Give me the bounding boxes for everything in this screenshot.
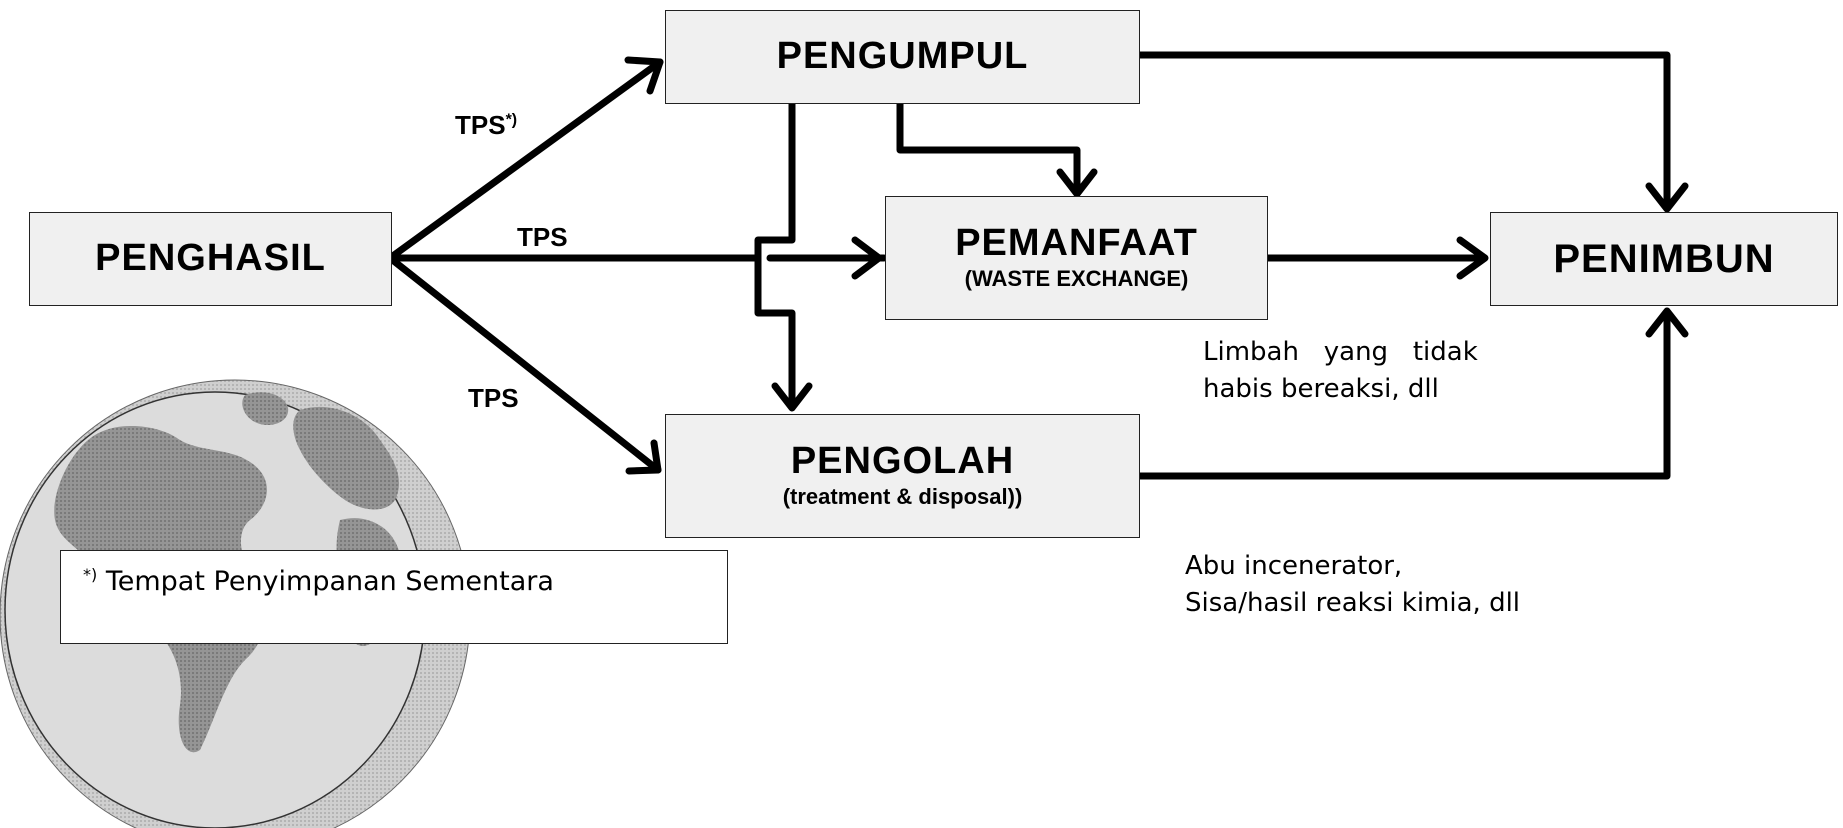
node-pengolah-title: PENGOLAH (790, 440, 1015, 483)
note-pemanfaat-line-2: habis bereaksi, dll (1203, 374, 1439, 404)
node-penimbun-title: PENIMBUN (1553, 237, 1775, 281)
note-pemanfaat: Limbah yang tidak habis bereaksi, dll (1203, 334, 1478, 408)
arrow-penghasil-to-pengolah (386, 254, 662, 475)
note-pengolah-line-2: Sisa/hasil reaksi kimia, dll (1185, 588, 1521, 618)
arrow-pengumpul-to-penimbun (1136, 51, 1689, 213)
node-pengumpul: PENGUMPUL (665, 10, 1140, 104)
node-penimbun: PENIMBUN (1490, 212, 1838, 306)
legend-box: *) Tempat Penyimpanan Sementara (60, 550, 728, 644)
note-pengolah: Abu incenerator, Sisa/hasil reaksi kimia… (1185, 548, 1520, 622)
node-pengolah-subtitle: (treatment & disposal)) (782, 483, 1023, 509)
note-pengolah-line-1: Abu incenerator, (1185, 551, 1403, 581)
node-pemanfaat: PEMANFAAT (WASTE EXCHANGE) (885, 196, 1268, 320)
node-pengumpul-title: PENGUMPUL (776, 35, 1029, 78)
node-pemanfaat-title: PEMANFAAT (955, 222, 1198, 265)
legend-text-line: *) Tempat Penyimpanan Sementara (83, 565, 554, 597)
edge-label-tps-upper: TPS*) (455, 110, 517, 141)
arrow-pengumpul-to-pemanfaat (896, 100, 1098, 198)
edge-label-tps-upper-mark: *) (505, 111, 518, 129)
edge-label-tps-upper-text: TPS (455, 110, 506, 140)
edge-label-tps-middle: TPS (517, 222, 568, 252)
legend-text: Tempat Penyimpanan Sementara (105, 566, 554, 597)
node-pengolah: PENGOLAH (treatment & disposal)) (665, 414, 1140, 538)
arrow-pengolah-to-penimbun (1136, 307, 1689, 480)
edge-label-tps-lower: TPS (468, 383, 519, 413)
note-pemanfaat-line-1: Limbah yang tidak (1203, 337, 1478, 367)
node-penghasil: PENGHASIL (29, 212, 392, 306)
legend-mark: *) (83, 565, 98, 584)
arrow-pemanfaat-to-penimbun (1264, 236, 1489, 280)
arrow-penghasil-to-pemanfaat (386, 236, 888, 280)
node-pemanfaat-subtitle: (WASTE EXCHANGE) (964, 265, 1189, 291)
arrow-pengumpul-to-pengolah (754, 100, 813, 412)
node-penghasil-title: PENGHASIL (95, 237, 326, 280)
arrow-penghasil-to-pengumpul (386, 56, 664, 262)
